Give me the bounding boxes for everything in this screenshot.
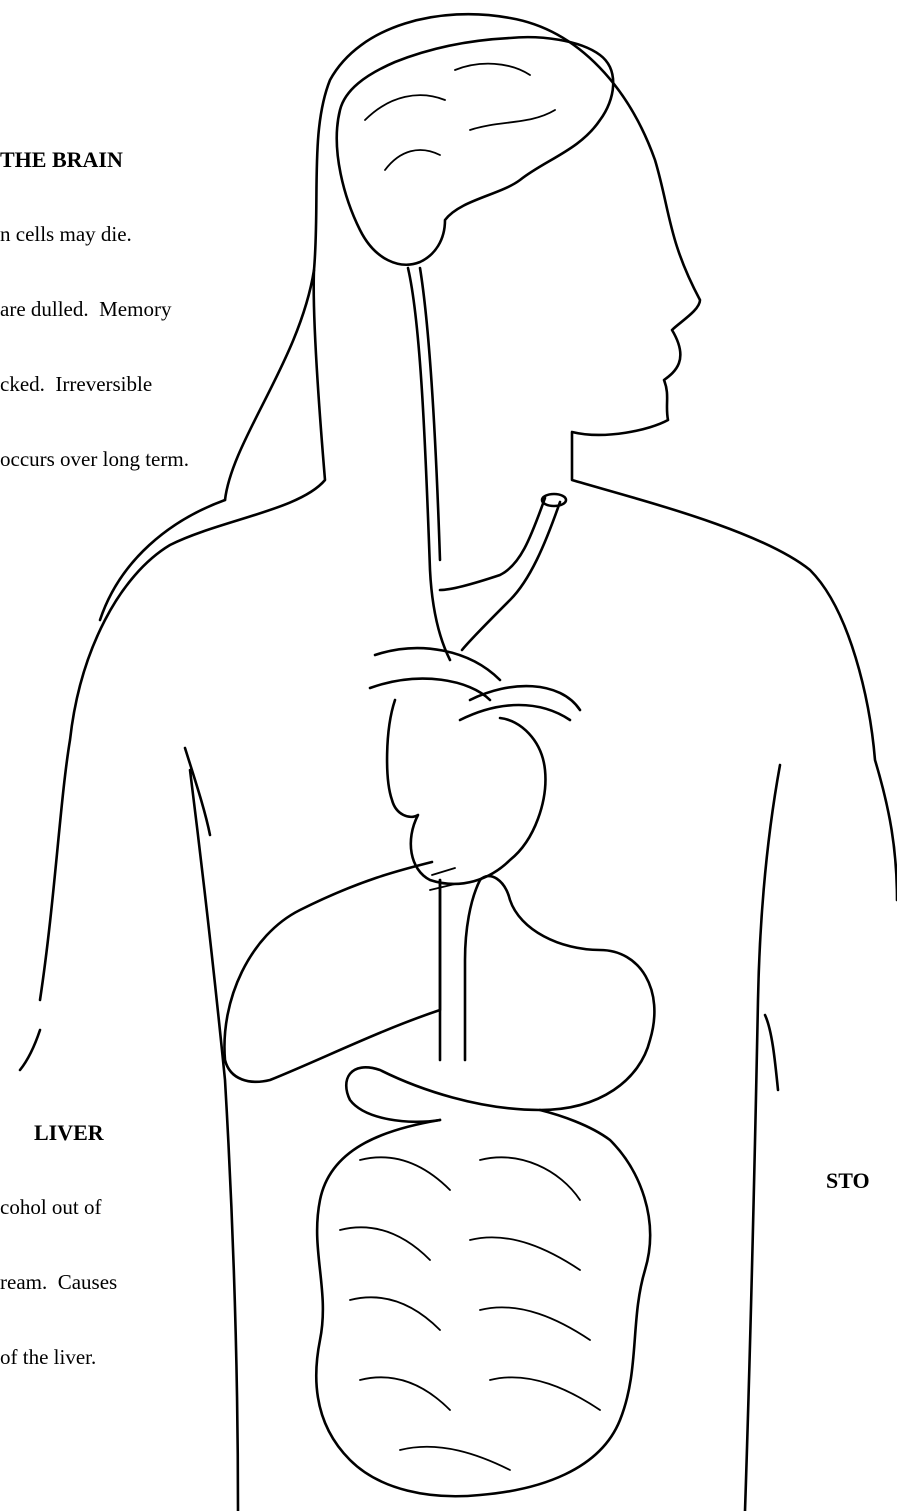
spinal-cord (408, 268, 450, 660)
stomach-outline (346, 876, 654, 1122)
brain-label-line: occurs over long term. (0, 447, 189, 472)
liver-label-line: cohol out of (0, 1195, 117, 1220)
brain-label-line: are dulled. Memory (0, 297, 189, 322)
brain-outline (337, 37, 613, 264)
liver-label: LIVER cohol out of ream. Causes of the l… (0, 1070, 117, 1420)
liver-outline (224, 862, 440, 1082)
liver-label-title: LIVER (0, 1120, 117, 1145)
esophagus (440, 880, 480, 1060)
head-outline (225, 14, 897, 900)
aortic-arch (370, 648, 580, 720)
stomach-label: STO (826, 1118, 870, 1243)
brain-label-title: THE BRAIN (0, 147, 189, 172)
right-hand-line (765, 1015, 778, 1090)
heart-outline (387, 700, 545, 884)
brain-label: THE BRAIN n cells may die. are dulled. M… (0, 97, 189, 522)
brain-label-line: cked. Irreversible (0, 372, 189, 397)
liver-label-line: ream. Causes (0, 1270, 117, 1295)
right-arm-line (745, 765, 780, 1511)
intestines-outline (316, 1110, 650, 1496)
brain-gyri (365, 64, 555, 170)
intestine-folds (340, 1157, 600, 1470)
left-arm-line (185, 748, 238, 1511)
trachea (440, 498, 560, 650)
liver-label-line: of the liver. (0, 1345, 117, 1370)
left-hand-line (20, 1030, 40, 1070)
stomach-label-title: STO (826, 1168, 870, 1193)
brain-label-line: n cells may die. (0, 222, 189, 247)
liver-vessel (430, 868, 455, 890)
